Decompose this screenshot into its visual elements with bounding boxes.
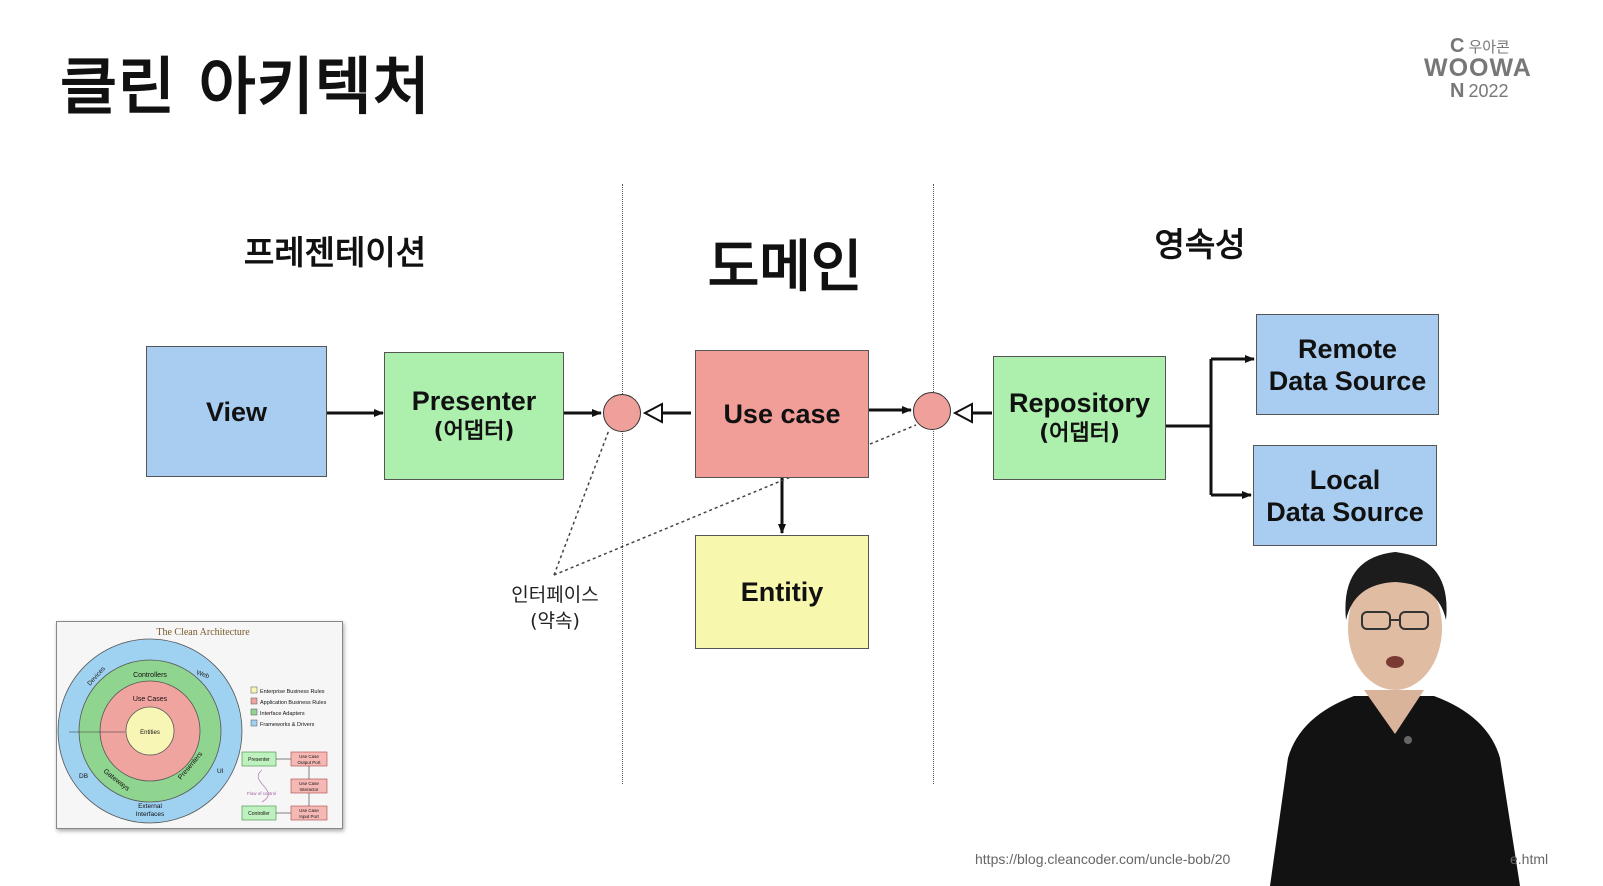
section-persistence: 영속성 (1154, 225, 1246, 264)
view-box: View (146, 346, 327, 477)
flow-of-control-curve (257, 769, 269, 803)
legend-swatch-enterprise (250, 686, 258, 694)
speaker-face (1348, 566, 1442, 690)
speaker-neck (1364, 690, 1424, 734)
interface-annotation: 인터페이스 (약속) (480, 582, 630, 634)
pointer-interface-left (553, 429, 610, 576)
flow-presenter: Presenter (248, 757, 270, 763)
source-url: https://blog.cleancoder.com/uncle-bob/20 (975, 851, 1231, 867)
remote-label-line1: Remote (1297, 333, 1398, 364)
repository-label: Repository (1008, 388, 1151, 418)
interface-circle-left (603, 394, 641, 432)
thumb-external-2: Interfaces (136, 811, 165, 818)
legend-frameworks: Frameworks & Drivers (260, 722, 315, 728)
ring-entities (125, 706, 175, 756)
logo-korean: 우아콘 (1468, 39, 1510, 56)
flow-input-port-2: Input Port (299, 814, 319, 819)
presenter-box: Presenter (어댑터) (384, 352, 564, 480)
layer-divider-left (622, 184, 623, 784)
realization-arrow-left (642, 402, 663, 424)
flow-interactor-1: Use Case (299, 781, 319, 786)
legend-swatch-frameworks (250, 719, 258, 727)
local-label-line2: Data Source (1266, 496, 1424, 527)
speaker-figure (1270, 552, 1520, 886)
clean-architecture-figure: The Clean Architecture Devices Web Contr… (57, 627, 328, 824)
remote-label-line2: Data Source (1268, 365, 1427, 396)
interface-label-line2: (약속) (530, 610, 580, 632)
legend-swatch-adapters (250, 708, 258, 716)
slide-title: 클린 아키텍처 (60, 50, 431, 123)
flow-output-port-2: Output Port (297, 760, 321, 765)
layer-divider-right (933, 184, 934, 784)
presenter-sub: (어댑터) (433, 419, 515, 444)
view-label: View (205, 396, 268, 427)
logo-n: N (1450, 80, 1465, 102)
speaker-microphone (1404, 736, 1412, 744)
speaker-hair (1345, 552, 1447, 620)
thumb-web: Web (195, 669, 210, 680)
section-presentation: 프레젠테이션 (243, 233, 427, 272)
realization-arrow-right (952, 402, 973, 424)
usecase-box: Use case (695, 350, 869, 478)
source-url-end: e.html (1510, 851, 1549, 867)
speaker-shirt (1270, 696, 1520, 886)
usecase-label: Use case (723, 399, 841, 429)
flow-controller: Controller (248, 811, 270, 817)
logo-c: C (1450, 35, 1465, 57)
flow-interactor-2: Interactor (299, 787, 319, 792)
repository-sub: (어댑터) (1039, 421, 1120, 446)
thumb-entities: Entities (140, 730, 160, 736)
logo-woowa: WOOWA (1424, 54, 1532, 82)
entity-label: Entitiy (740, 577, 824, 607)
thumb-title: The Clean Architecture (156, 627, 250, 638)
legend-application: Application Business Rules (260, 700, 327, 706)
legend-swatch-application (250, 697, 258, 705)
remote-datasource-box: Remote Data Source (1256, 314, 1439, 415)
legend-enterprise: Enterprise Business Rules (260, 689, 325, 695)
clean-architecture-thumbnail: The Clean Architecture Devices Web Contr… (56, 621, 343, 829)
thumb-controllers: Controllers (133, 672, 167, 679)
presenter-label: Presenter (411, 386, 537, 416)
speaker-mouth (1386, 656, 1404, 668)
interface-circle-right (913, 392, 951, 430)
repository-box: Repository (어댑터) (993, 356, 1166, 480)
flow-of-control: Flow of control (247, 791, 276, 796)
legend-adapters: Interface Adapters (260, 711, 305, 717)
local-datasource-box: Local Data Source (1253, 445, 1437, 546)
thumb-db: DB (79, 773, 88, 780)
section-domain: 도메인 (707, 235, 863, 300)
logo-year: 2022 (1468, 81, 1509, 101)
local-label-line1: Local (1309, 464, 1381, 495)
flow-input-port-1: Use Case (299, 808, 319, 813)
thumb-usecases: Use Cases (133, 696, 168, 703)
thumb-ui: UI (217, 768, 224, 775)
thumb-external-1: External (138, 803, 162, 810)
flow-output-port-1: Use Case (299, 754, 319, 759)
entity-box: Entitiy (695, 535, 869, 649)
interface-label-line1: 인터페이스 (511, 584, 599, 606)
